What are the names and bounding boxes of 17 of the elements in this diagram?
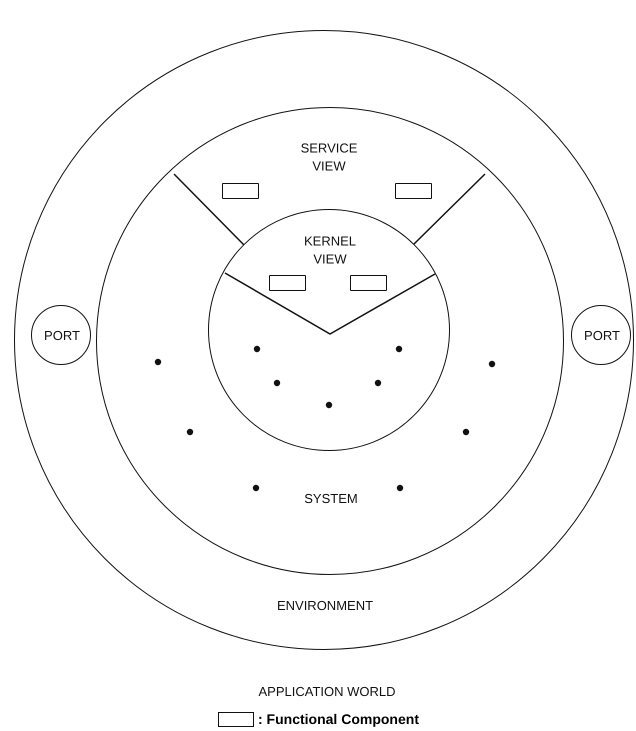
region-label: SYSTEM	[303, 490, 359, 508]
environment-circle	[14, 30, 634, 650]
kernel-circle	[208, 209, 450, 451]
system-circle	[96, 107, 564, 575]
region-label: PORT	[43, 327, 81, 345]
functional-component-box	[395, 183, 432, 199]
region-label: SERVICE VIEW	[300, 139, 358, 175]
functional-component-box	[222, 183, 259, 199]
port-circle	[31, 305, 91, 365]
region-label: PORT	[583, 327, 621, 345]
region-label: KERNEL VIEW	[302, 232, 358, 268]
diagram-caption: APPLICATION WORLD	[258, 683, 396, 701]
region-label: ENVIRONMENT	[276, 597, 374, 615]
functional-component-box	[269, 275, 306, 291]
legend-text: : Functional Component	[258, 711, 419, 727]
functional-component-box	[350, 275, 387, 291]
port-circle	[571, 305, 631, 365]
